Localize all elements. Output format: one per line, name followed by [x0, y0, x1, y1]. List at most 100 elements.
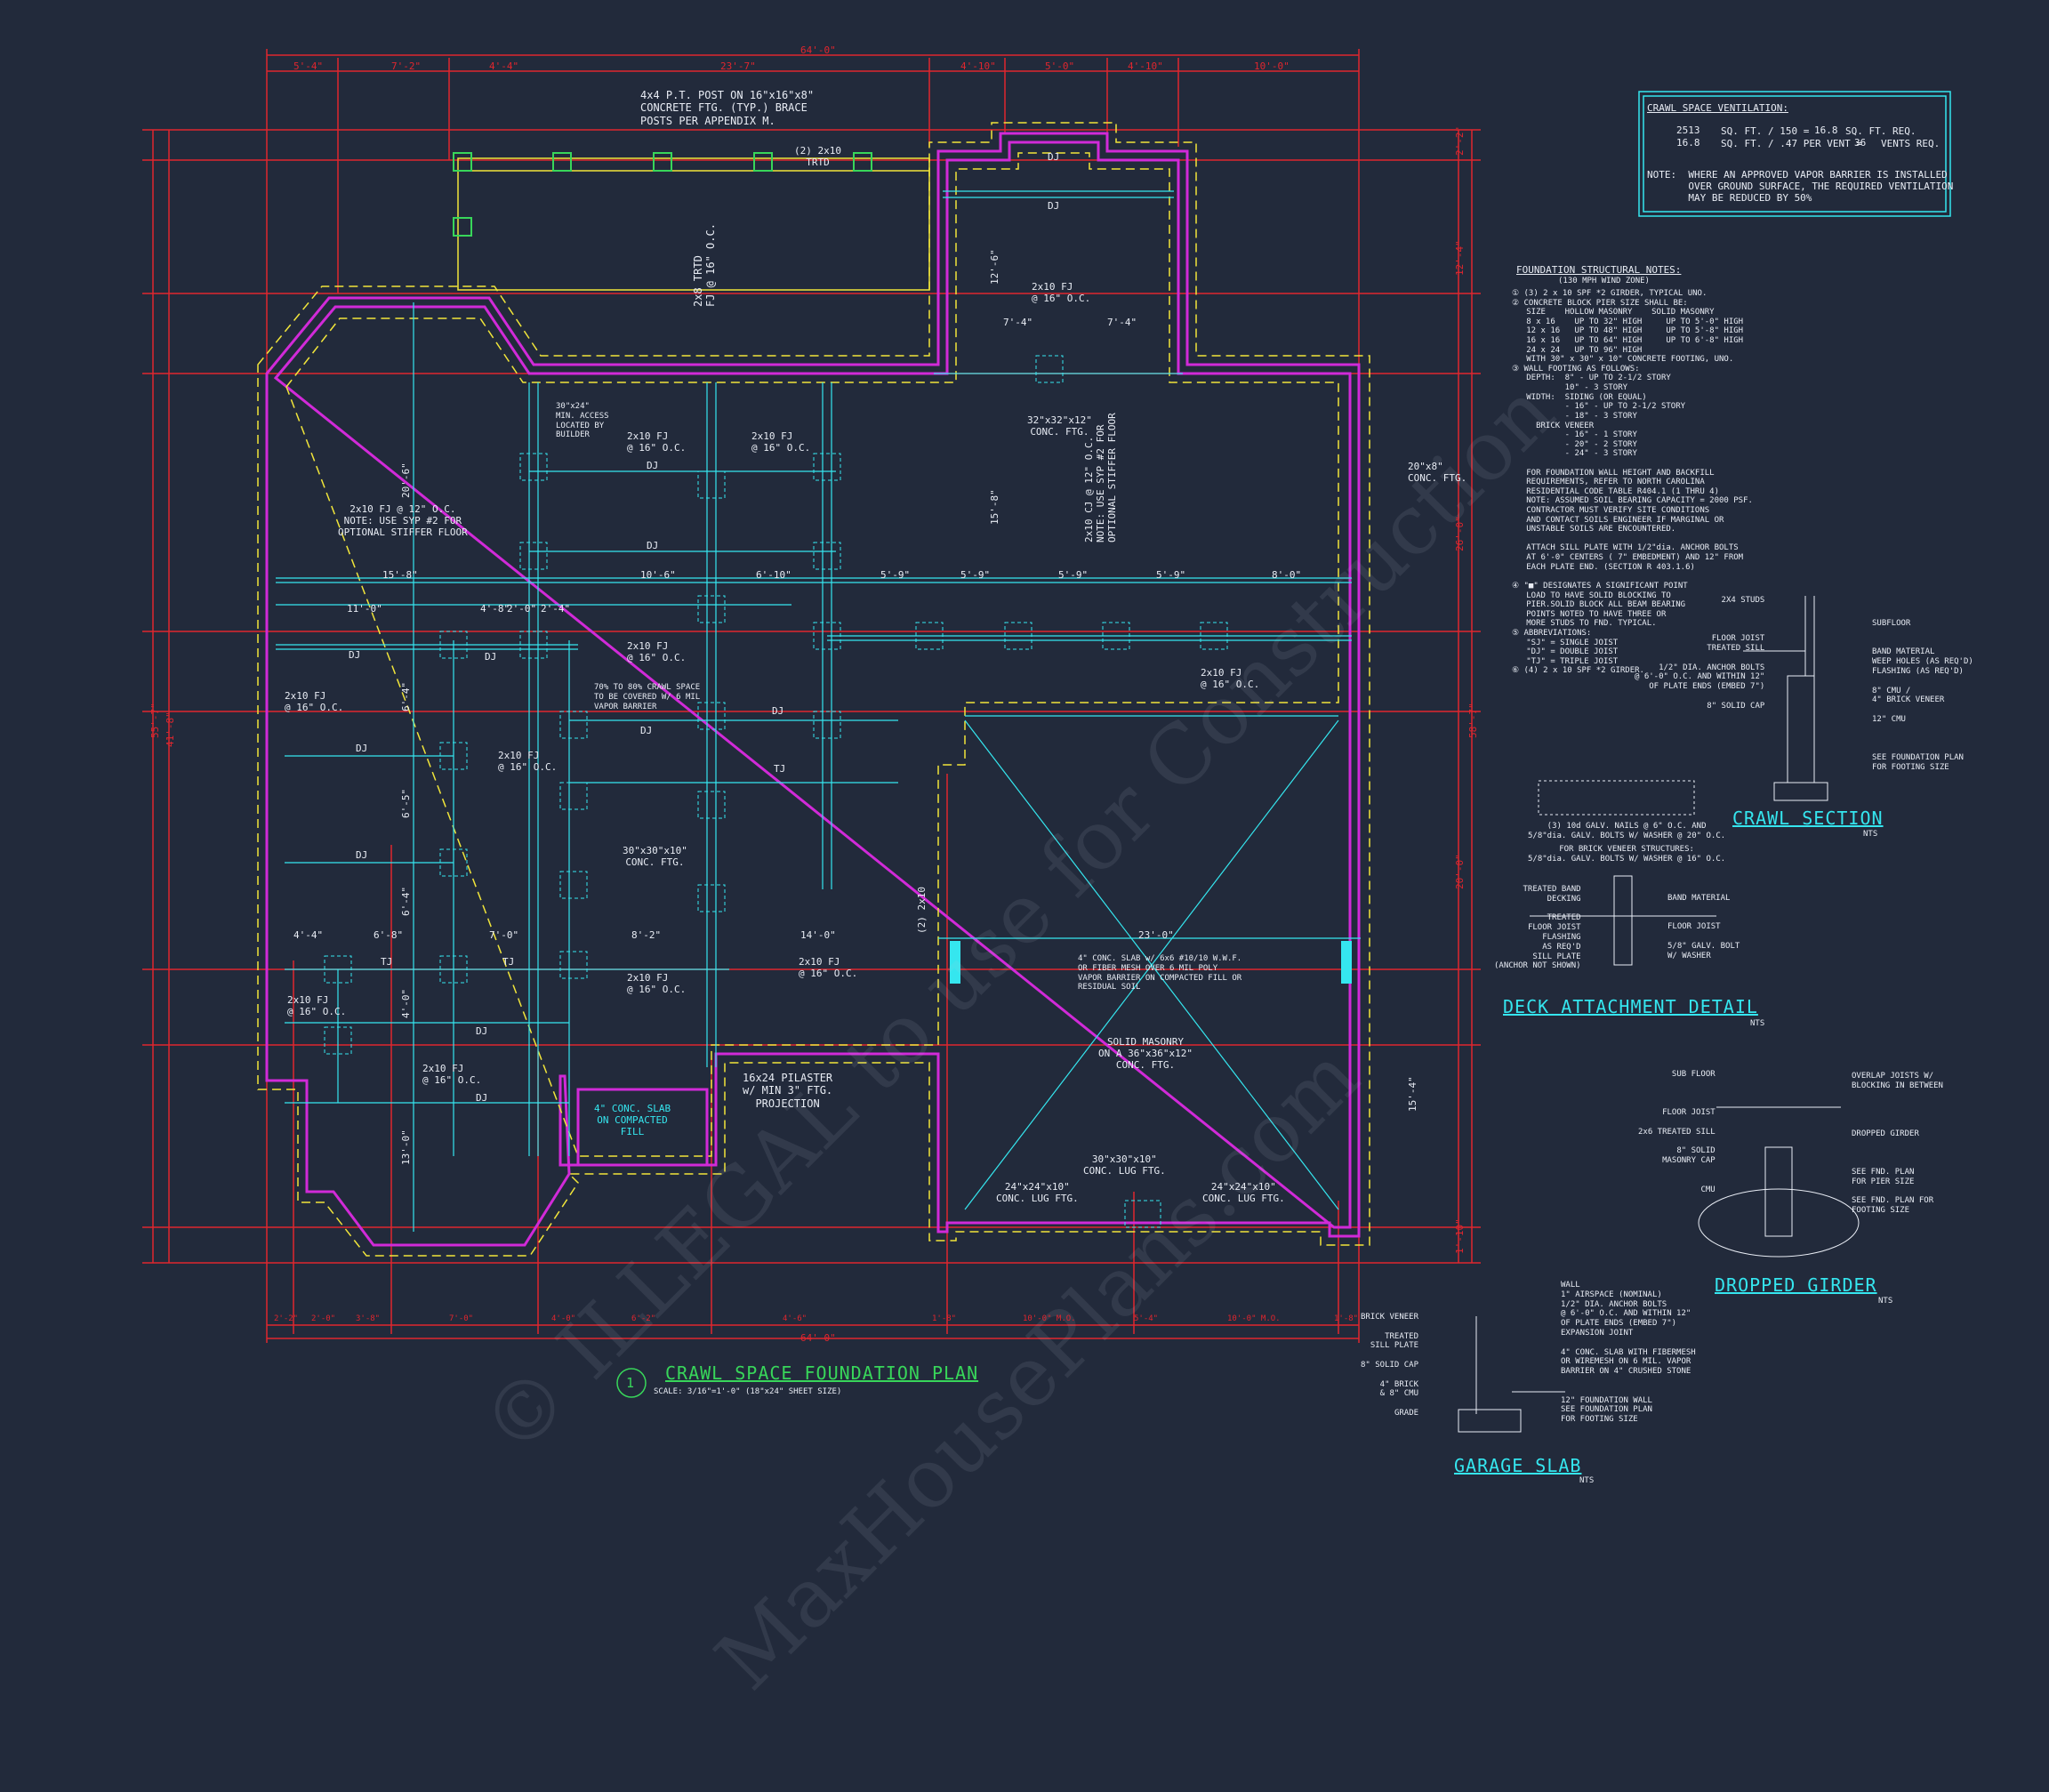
conc-ftg-32-note: 32"x32"x12" CONC. FTG. [1027, 414, 1092, 438]
deck-posts [453, 152, 872, 237]
deck-nails-note: (3) 10d GALV. NAILS @ 6" O.C. AND 5/8"di… [1528, 822, 1726, 840]
room-dim-17: 7'-0" [489, 929, 519, 941]
girder-right-labels: OVERLAP JOISTS W/ BLOCKING IN BETWEEN DR… [1852, 1072, 1943, 1216]
vent-row1-a: 2513 [1676, 125, 1700, 136]
dj-label-7: DJ [772, 705, 784, 717]
fj-note-11: 2x10 FJ @ 16" O.C. [287, 994, 347, 1018]
framing-lines [276, 190, 1361, 1232]
ventilation-title: CRAWL SPACE VENTILATION: [1647, 102, 1788, 114]
fj-note-1: 2x10 FJ @ 16" O.C. [1032, 281, 1091, 305]
conc-ftg-30-note: 30"x30"x10" CONC. FTG. [623, 845, 687, 869]
crawl-section-title: CRAWL SECTION [1732, 808, 1884, 829]
fj-note-4: 2x10 FJ @ 16" O.C. [627, 640, 687, 664]
room-dim-23: 6'-4" [400, 681, 412, 711]
dj-label-9: DJ [356, 743, 368, 754]
plan-number: 1 [626, 1375, 635, 1391]
deck-left-labels: TREATED BAND DECKING TREATED FLOOR JOIST… [1494, 885, 1581, 971]
garage-left-labels: BRICK VENEER TREATED SILL PLATE 8" SOLID… [1361, 1313, 1419, 1418]
tj-label-1: TJ [774, 763, 786, 775]
deck-brick-note: FOR BRICK VENEER STRUCTURES: 5/8"dia. GA… [1528, 845, 1726, 864]
tj-label-2: TJ [381, 956, 393, 968]
dim-bottom-seg-1: 2'-0" [311, 1314, 336, 1323]
point-load-markers [950, 941, 1352, 984]
dim-bottom-seg-0: 2'-2" [274, 1314, 299, 1323]
dj-label-12: DJ [476, 1092, 488, 1104]
fj-note-9: 2x10 FJ @ 16" O.C. [799, 956, 858, 980]
dropped-girder-title: DROPPED GIRDER [1715, 1274, 1877, 1296]
dj-label-10: DJ [356, 849, 368, 861]
dim-bottom-seg-2: 3'-8" [356, 1314, 381, 1323]
room-dim-5: 6'-10" [756, 569, 791, 581]
ventilation-box [1638, 91, 1951, 217]
dim-left-mid: 41'-8" [165, 711, 176, 747]
dropped-girder-nts: NTS [1878, 1297, 1893, 1306]
vapor-note: 70% TO 80% CRAWL SPACE TO BE COVERED W/ … [594, 683, 701, 711]
dim-right-overall: 58'-7" [1467, 703, 1479, 738]
fj-note-8: 2x10 FJ @ 16" O.C. [627, 972, 687, 996]
dim-bottom-seg-5: 6'-2" [631, 1314, 656, 1323]
fj-note-2: 2x10 FJ @ 16" O.C. [627, 430, 687, 454]
room-dim-12: 7'-4" [1107, 317, 1137, 328]
dim-right-seg-2: 26'-0" [1454, 516, 1466, 551]
room-dim-15: 4'-4" [293, 929, 324, 941]
dim-left-overall: 55'-7" [149, 703, 161, 738]
room-dim-0: 15'-8" [382, 569, 418, 581]
ventilation-note: NOTE: WHERE AN APPROVED VAPOR BARRIER IS… [1647, 169, 1954, 205]
fj-note-10: 2x10 FJ @ 16" O.C. [422, 1063, 482, 1087]
dim-bottom-seg-10: 10'-0" M.O. [1227, 1314, 1281, 1323]
dim-top-seg-6: 4'-10" [1128, 60, 1163, 72]
deck-right-labels: BAND MATERIAL FLOOR JOIST 5/8" GALV. BOL… [1667, 894, 1740, 960]
pier-footings [324, 355, 1228, 1228]
vent-row1-d: SQ. FT. REQ. [1845, 125, 1916, 137]
trtd-joist-note: 2x8 TRTD FJ @ 16" O.C. [692, 223, 718, 307]
vent-row2-a: 16.8 [1676, 137, 1700, 149]
room-dim-3: 2'-4" [541, 603, 571, 615]
dim-right-seg-4: 15'-4" [1407, 1076, 1418, 1112]
room-dim-11: 7'-4" [1003, 317, 1033, 328]
dim-top-seg-7: 10'-0" [1254, 60, 1290, 72]
conc-slab-note: 4" CONC. SLAB ON COMPACTED FILL [594, 1103, 671, 1138]
deck-detail-drawing [1530, 780, 1716, 966]
dim-right-seg-5: 1'-10" [1454, 1218, 1466, 1254]
vent-row2-b: SQ. FT. / .47 PER VENT = [1721, 138, 1862, 149]
crawl-section-left: 2X4 STUDS FLOOR JOIST TREATED SILL 1/2" … [1635, 596, 1765, 711]
dim-right-seg-1: 12'-4" [1454, 240, 1466, 276]
dim-bottom-seg-11: 1'-8" [1334, 1314, 1359, 1323]
dim-right-seg-3: 20'-0" [1454, 854, 1466, 889]
room-dim-13: 14'-0" [800, 929, 836, 941]
cj-note: 2x10 CJ @ 12" O.C. NOTE: USE SYP #2 FOR … [1083, 413, 1119, 542]
fj-note-6: 2x10 FJ @ 16" O.C. [498, 750, 558, 774]
garage-slab-nts: NTS [1579, 1476, 1595, 1485]
fj-note-5: 2x10 FJ @ 16" O.C. [285, 690, 344, 714]
dim-bottom-seg-8: 10'-0" M.O. [1023, 1314, 1076, 1323]
room-dim-25: 6'-4" [400, 886, 412, 916]
vent-row2-d: VENTS REQ. [1881, 138, 1941, 149]
dj-label-1: DJ [1048, 151, 1060, 163]
solid-masonry-note: SOLID MASONRY ON A 36"x36"x12" CONC. FTG… [1098, 1036, 1193, 1072]
dj-label-5: DJ [349, 649, 361, 661]
dim-top-seg-2: 4'-4" [489, 60, 519, 72]
room-dim-4: 10'-6" [640, 569, 676, 581]
pilaster-note: 16x24 PILASTER w/ MIN 3" FTG. PROJECTION [743, 1072, 833, 1110]
garage-slab-title: GARAGE SLAB [1454, 1455, 1582, 1476]
dj-label-8: DJ [640, 725, 653, 736]
post-note: 4x4 P.T. POST ON 16"x16"x8" CONCRETE FTG… [640, 89, 815, 127]
deck-detail-nts: NTS [1750, 1019, 1765, 1028]
notes-body: ① (3) 2 x 10 SPF *2 GIRDER, TYPICAL UNO.… [1512, 289, 1753, 676]
room-dim-27: 13'-0" [400, 1129, 412, 1165]
fj-note-3: 2x10 FJ @ 16" O.C. [751, 430, 811, 454]
girder-left-labels: SUB FLOOR FLOOR JOIST 2x6 TREATED SILL 8… [1638, 1070, 1716, 1194]
crawl-section-right: SUBFLOOR BAND MATERIAL WEEP HOLES (AS RE… [1872, 619, 1973, 772]
room-dim-2: 4'-8" [480, 603, 510, 615]
tj-label-3: TJ [502, 956, 515, 968]
slab-box [576, 1088, 709, 1167]
dj-label-2: DJ [1048, 200, 1060, 212]
dj-label-6: DJ [485, 651, 497, 663]
dj-label-3: DJ [647, 460, 659, 471]
plan-title: CRAWL SPACE FOUNDATION PLAN [665, 1362, 979, 1384]
room-dim-16: 6'-8" [374, 929, 404, 941]
fj-optional-note: 2x10 FJ @ 12" O.C. NOTE: USE SYP #2 FOR … [338, 503, 468, 539]
two-x10-label: (2) 2x10 [916, 887, 928, 934]
room-dim-26: 4'-0" [400, 988, 412, 1018]
dim-top-overall: 64'-0" [800, 44, 836, 56]
